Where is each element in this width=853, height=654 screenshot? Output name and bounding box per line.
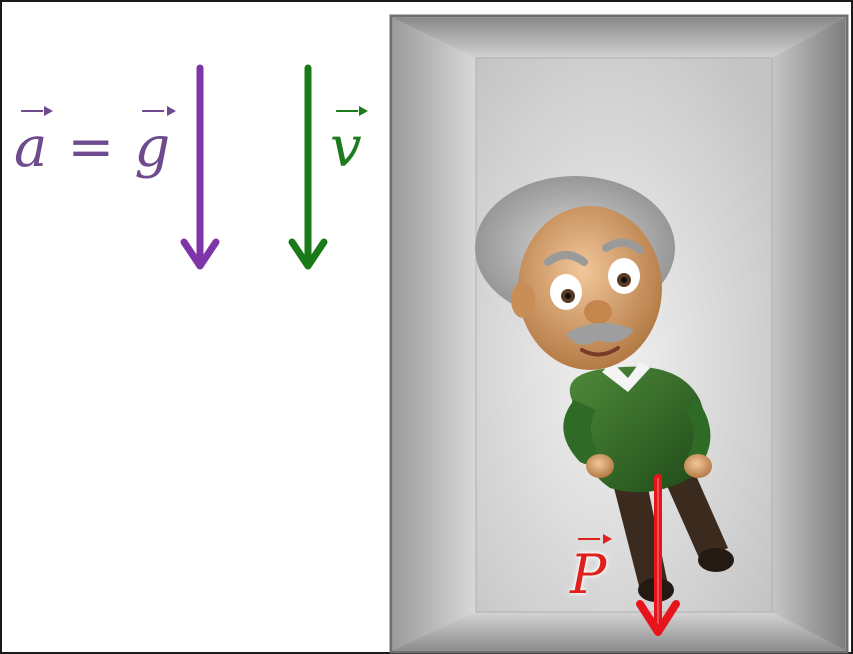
gravity-symbol: g (134, 106, 177, 180)
weight-arrow (636, 474, 680, 636)
acceleration-arrow (180, 64, 220, 270)
velocity-label: v (330, 106, 368, 180)
velocity-arrow (288, 64, 328, 270)
weight-label: P (570, 534, 613, 606)
acceleration-label: a= g (14, 106, 177, 180)
elevator-box (389, 14, 849, 654)
cartoon-scientist-figure (475, 176, 734, 602)
equals-sign: = (67, 115, 115, 180)
weight-symbol: P (570, 534, 613, 606)
acceleration-symbol: a (14, 106, 54, 180)
velocity-symbol: v (330, 106, 368, 180)
